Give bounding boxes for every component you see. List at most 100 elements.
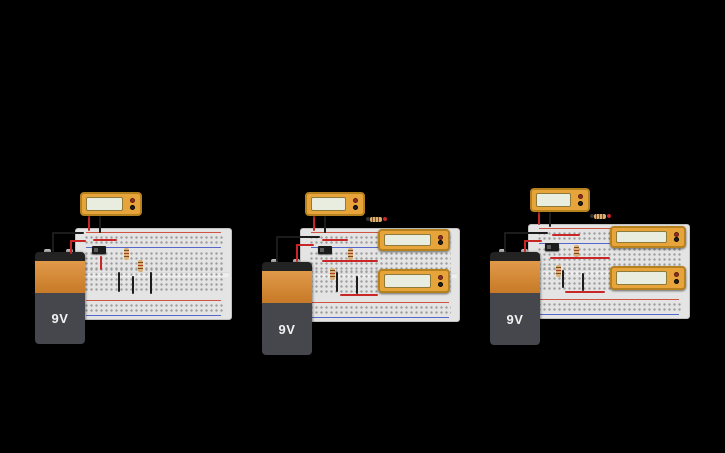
jumper-wire-red[interactable] bbox=[552, 234, 580, 236]
battery-top-band bbox=[35, 261, 85, 293]
multimeter[interactable] bbox=[610, 226, 686, 248]
negative-rail-line-top bbox=[539, 243, 679, 244]
multimeter-display bbox=[616, 271, 667, 285]
multimeter-lead-red[interactable] bbox=[538, 211, 540, 225]
wire-battery-negative[interactable] bbox=[504, 232, 506, 252]
wire-battery-positive[interactable] bbox=[70, 240, 72, 254]
multimeter[interactable] bbox=[610, 266, 686, 290]
resistor[interactable] bbox=[348, 248, 353, 260]
jumper-wire-black[interactable] bbox=[582, 273, 584, 291]
multimeter-positive-port[interactable] bbox=[674, 232, 679, 237]
jumper-wire-black[interactable] bbox=[118, 272, 120, 292]
multimeter-positive-port[interactable] bbox=[130, 198, 135, 203]
battery-negative-terminal[interactable] bbox=[271, 259, 278, 264]
multimeter[interactable] bbox=[530, 188, 590, 212]
breadboard[interactable] bbox=[75, 228, 232, 320]
wire-battery-negative[interactable] bbox=[52, 232, 54, 254]
multimeter-positive-port[interactable] bbox=[578, 194, 583, 199]
slide-switch[interactable] bbox=[318, 246, 332, 254]
multimeter-negative-port[interactable] bbox=[674, 279, 679, 284]
jumper-wire-red[interactable] bbox=[322, 260, 378, 262]
multimeter-negative-port[interactable] bbox=[438, 240, 443, 245]
jumper-wire-red[interactable] bbox=[565, 291, 605, 293]
battery-top-band bbox=[490, 261, 540, 293]
multimeter[interactable] bbox=[378, 269, 450, 293]
positive-rail-line-top bbox=[539, 228, 679, 229]
jumper-wire-black[interactable] bbox=[132, 276, 134, 294]
battery-negative-terminal[interactable] bbox=[44, 249, 51, 254]
circuit-group-1: 9V bbox=[35, 188, 235, 348]
multimeter-positive-port[interactable] bbox=[438, 235, 443, 240]
multimeter[interactable] bbox=[80, 192, 142, 216]
multimeter-negative-port[interactable] bbox=[353, 205, 358, 210]
slide-switch[interactable] bbox=[92, 246, 106, 254]
multimeter-display bbox=[86, 197, 123, 211]
battery-body: 9V bbox=[490, 293, 540, 345]
multimeter-negative-port[interactable] bbox=[674, 237, 679, 242]
battery-cap bbox=[262, 262, 312, 271]
battery-label: 9V bbox=[278, 321, 296, 337]
multimeter-positive-port[interactable] bbox=[353, 198, 358, 203]
multimeter-negative-port[interactable] bbox=[438, 282, 443, 287]
jumper-wire-black[interactable] bbox=[562, 270, 564, 288]
multimeter-positive-port[interactable] bbox=[674, 272, 679, 277]
resistor[interactable] bbox=[124, 248, 129, 260]
resistor[interactable] bbox=[330, 268, 335, 280]
negative-rail-line-bottom bbox=[311, 317, 449, 318]
jumper-wire-black[interactable] bbox=[150, 272, 152, 294]
wire-battery-positive[interactable] bbox=[296, 244, 298, 262]
wire-endpoint[interactable] bbox=[590, 214, 594, 218]
breadboard-holes-lower bbox=[84, 267, 223, 292]
multimeter-lead-black[interactable] bbox=[99, 215, 101, 233]
wire-endpoint[interactable] bbox=[366, 217, 370, 221]
battery-9v[interactable]: 9V bbox=[35, 249, 85, 344]
multimeter-lead-black[interactable] bbox=[549, 211, 551, 227]
breadboard-holes-bottom-rails bbox=[309, 305, 451, 315]
jumper-wire-red[interactable] bbox=[322, 239, 348, 241]
resistor[interactable] bbox=[574, 245, 579, 257]
negative-rail-line-bottom bbox=[86, 315, 221, 316]
multimeter[interactable] bbox=[305, 192, 365, 216]
multimeter-negative-port[interactable] bbox=[130, 205, 135, 210]
resistor[interactable] bbox=[556, 265, 561, 277]
battery-body: 9V bbox=[262, 303, 312, 355]
wire-battery-positive[interactable] bbox=[524, 240, 542, 242]
wire-battery-negative[interactable] bbox=[276, 236, 278, 262]
battery-9v[interactable]: 9V bbox=[490, 249, 540, 345]
slide-switch[interactable] bbox=[545, 243, 559, 251]
multimeter[interactable] bbox=[378, 229, 450, 251]
wire-battery-negative[interactable] bbox=[276, 236, 320, 238]
wire-endpoint[interactable] bbox=[607, 214, 611, 218]
multimeter-negative-port[interactable] bbox=[578, 201, 583, 206]
battery-label: 9V bbox=[506, 311, 524, 327]
wire-battery-positive[interactable] bbox=[296, 244, 314, 246]
multimeter-lead-black[interactable] bbox=[324, 215, 326, 233]
jumper-wire-red[interactable] bbox=[550, 257, 610, 259]
battery-9v[interactable]: 9V bbox=[262, 259, 312, 355]
negative-rail-line-bottom bbox=[539, 314, 679, 315]
breadboard-holes-bottom-rails bbox=[537, 302, 681, 312]
resistor[interactable] bbox=[370, 217, 382, 222]
negative-rail-line-top bbox=[86, 247, 221, 248]
jumper-wire-black[interactable] bbox=[336, 272, 338, 292]
multimeter-lead-red[interactable] bbox=[88, 215, 90, 231]
multimeter-display bbox=[616, 231, 667, 243]
jumper-wire-red[interactable] bbox=[100, 256, 102, 270]
wire-endpoint[interactable] bbox=[383, 217, 387, 221]
wire-battery-negative[interactable] bbox=[52, 232, 84, 234]
wire-battery-positive[interactable] bbox=[70, 240, 86, 242]
multimeter-display bbox=[311, 197, 346, 211]
jumper-wire-black[interactable] bbox=[356, 276, 358, 294]
jumper-wire-red[interactable] bbox=[93, 239, 117, 241]
battery-negative-terminal[interactable] bbox=[499, 249, 506, 254]
resistor[interactable] bbox=[138, 260, 143, 272]
multimeter-positive-port[interactable] bbox=[438, 275, 443, 280]
multimeter-lead-red[interactable] bbox=[313, 215, 315, 231]
resistor[interactable] bbox=[594, 214, 606, 219]
battery-positive-terminal[interactable] bbox=[66, 249, 73, 254]
breadboard-holes-bottom-rails bbox=[84, 303, 223, 313]
jumper-wire-red[interactable] bbox=[340, 294, 378, 296]
wire-battery-positive[interactable] bbox=[524, 240, 526, 252]
wire-battery-negative[interactable] bbox=[504, 232, 548, 234]
